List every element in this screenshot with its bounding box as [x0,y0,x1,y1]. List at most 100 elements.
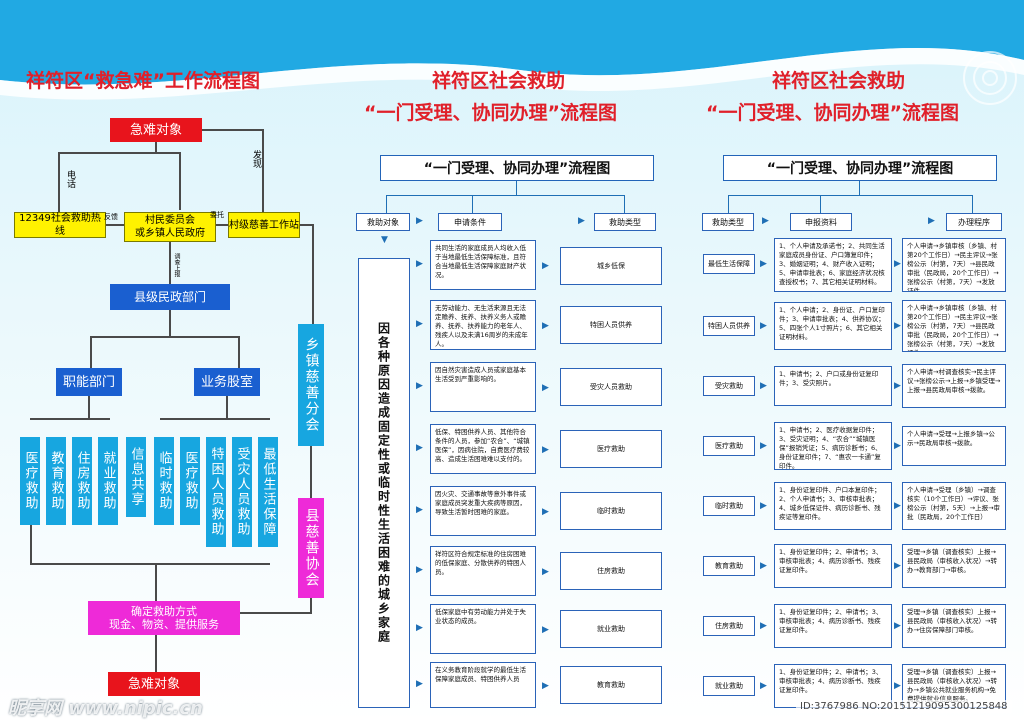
connector [30,418,110,420]
middle-row-2-condition: 因自然灾害造成人员或家庭基本生活受到严重影响的。 [430,362,536,412]
connector [300,224,314,226]
arrow-right-icon: ▶ [416,259,423,269]
connector [169,242,171,284]
connector [820,195,821,213]
biz-item-minimum-living: 最低生活保障 [258,437,278,547]
middle-row-4-type: 临时救助 [560,492,662,530]
arrow-right-icon: ▶ [542,567,549,577]
right-row-5-procedure: 受理→乡镇（调查核实）上报→县民政局（审核收入状况）→转办→教育部门→审核。 [902,544,1006,588]
arrow-right-icon: ▶ [542,625,549,635]
connector [859,181,860,195]
connector [106,224,124,226]
right-row-6-docs: 1、身份证复印件；2、申请书；3、审核审批表；4、病历诊断书、残疾证复印件。 [774,604,892,648]
arrow-right-icon: ▶ [416,216,423,226]
right-row-1-procedure: 个人申请→乡镇审核（乡镇、村第20个工作日）→民主评议→张榜公示（村第，7天）→… [902,300,1006,352]
arrow-right-icon: ▶ [416,443,423,453]
right-row-2-type: 受灾救助 [703,376,755,396]
connector [238,336,240,368]
connector [88,396,90,418]
arrow-right-icon: ▶ [542,321,549,331]
middle-row-0-type: 城乡低保 [560,247,662,285]
connector [310,446,312,498]
arrow-right-icon: ▶ [762,216,769,226]
middle-subject-box: 因各种原因造成固定性或临时性生活困难的城乡家庭 [358,258,410,708]
connector [30,563,270,565]
right-row-3-docs: 1、申请书；2、医疗收据复印件；3、受灾证明；4、“农合”“城镇医保”报销凭证；… [774,422,892,470]
edge-label-entrust: 委托 [210,211,224,219]
county-charity-box: 县慈善协会 [298,498,324,598]
connector [728,195,972,196]
arrow-right-icon: ▶ [416,565,423,575]
middle-col-subject: 救助对象 [356,213,410,231]
arrow-right-icon: ▶ [894,259,901,269]
connector [216,224,228,226]
watermark-id: ID:3767986 NO:20151219095300125848 [796,700,1012,713]
connector [226,396,228,418]
middle-row-1-condition: 无劳动能力、无生活来源且无法定赡养、抚养、扶养义务人或赡养、抚养、扶养能力的老年… [430,300,536,350]
right-row-5-type: 教育救助 [703,556,755,576]
func-item-employment: 就业救助 [98,437,118,525]
edge-label-discover: 发现 [251,150,261,168]
right-row-1-docs: 1、个人申请；2、身份证、户口复印件；3、申请审批表；4、供养协议；5、四张个人… [774,302,892,350]
arrow-right-icon: ▶ [760,561,767,571]
right-col-docs: 申报资料 [790,213,852,231]
middle-row-5-condition: 祥符区符合规定标准的住房困难的低保家庭、分散供养的特困人员。 [430,546,536,596]
right-row-0-procedure: 个人申请→乡镇审核（乡镇、村第20个工作日）→民主评议→张榜公示（村第，7天）→… [902,238,1006,292]
right-col-type: 救助类型 [702,213,754,231]
arrow-right-icon: ▶ [416,623,423,633]
middle-title-1: 祥符区社会救助 [432,70,566,92]
watermark-bar: 昵享网 www.nipic.cn ID:3767986 NO:201512190… [0,690,1024,723]
info-share-box: 信息共享 [126,437,146,517]
connector [972,195,973,213]
right-row-2-docs: 1、申请书；2、户口或身份证复印件；3、受灾照片。 [774,366,892,406]
arrow-right-icon: ▶ [760,501,767,511]
header-wave-decoration [0,0,1024,105]
arrow-right-icon: ▶ [894,621,901,631]
arrow-right-icon: ▶ [894,561,901,571]
arrow-right-icon: ▶ [542,383,549,393]
connector [312,224,314,324]
arrow-right-icon: ▶ [542,681,549,691]
right-row-4-type: 临时救助 [703,496,755,516]
right-row-0-docs: 1、个人申请及承诺书；2、共同生活家庭成员身份证、户口簿复印件；3、婚姻证明；4… [774,238,892,292]
connector [58,152,60,212]
right-row-2-procedure: 个人申请→村调查核实→民主评议→张榜公示→上报→乡镇受理→上报→县民政局审核→拨… [902,364,1006,408]
connector [202,129,264,131]
middle-row-1-type: 特困人员供养 [560,306,662,344]
village-box: 村民委员会 或乡镇人民政府 [124,212,216,242]
middle-col-type: 救助类型 [594,213,656,231]
right-row-0-type: 最低生活保障 [703,254,755,274]
right-row-1-type: 特困人员供养 [703,316,755,336]
arrow-right-icon: ▶ [416,319,423,329]
connector [179,152,181,210]
arrow-right-icon: ▶ [416,679,423,689]
biz-item-special-poverty: 特困人员救助 [206,437,226,547]
connector [240,612,312,614]
edge-label-feedback: 反馈 [104,213,118,221]
arrow-down-icon: ▼ [381,235,388,245]
middle-row-3-type: 医疗救助 [560,430,662,468]
arrow-right-icon: ▶ [760,259,767,269]
right-row-7-type: 就业救助 [703,676,755,696]
arrow-right-icon: ▶ [578,216,585,226]
edge-label-phone: 电话 [65,170,75,188]
middle-header-box: “一门受理、协同办理”流程图 [380,155,654,181]
arrow-right-icon: ▶ [416,505,423,515]
func-item-housing: 住房救助 [72,437,92,525]
connector [386,195,624,196]
middle-col-condition: 申请条件 [438,213,502,231]
right-row-6-type: 住房救助 [703,616,755,636]
left-title: 祥符区“救急难”工作流程图 [26,70,260,92]
biz-item-disaster: 受灾人员救助 [232,437,252,547]
connector [310,598,312,614]
charity-station-box: 村级慈善工作站 [228,212,300,238]
right-row-5-docs: 1、身份证复印件；2、申请书；3、审核审批表；4、病历诊断书、残疾证复印件。 [774,544,892,588]
decide-method-box: 确定救助方式 现金、物资、提供服务 [88,601,240,635]
arrow-right-icon: ▶ [894,441,901,451]
arrow-right-icon: ▶ [416,381,423,391]
connector [262,129,264,213]
connector [169,310,171,338]
arrow-right-icon: ▶ [760,621,767,631]
right-row-3-type: 医疗救助 [703,436,755,456]
connector [516,181,517,195]
